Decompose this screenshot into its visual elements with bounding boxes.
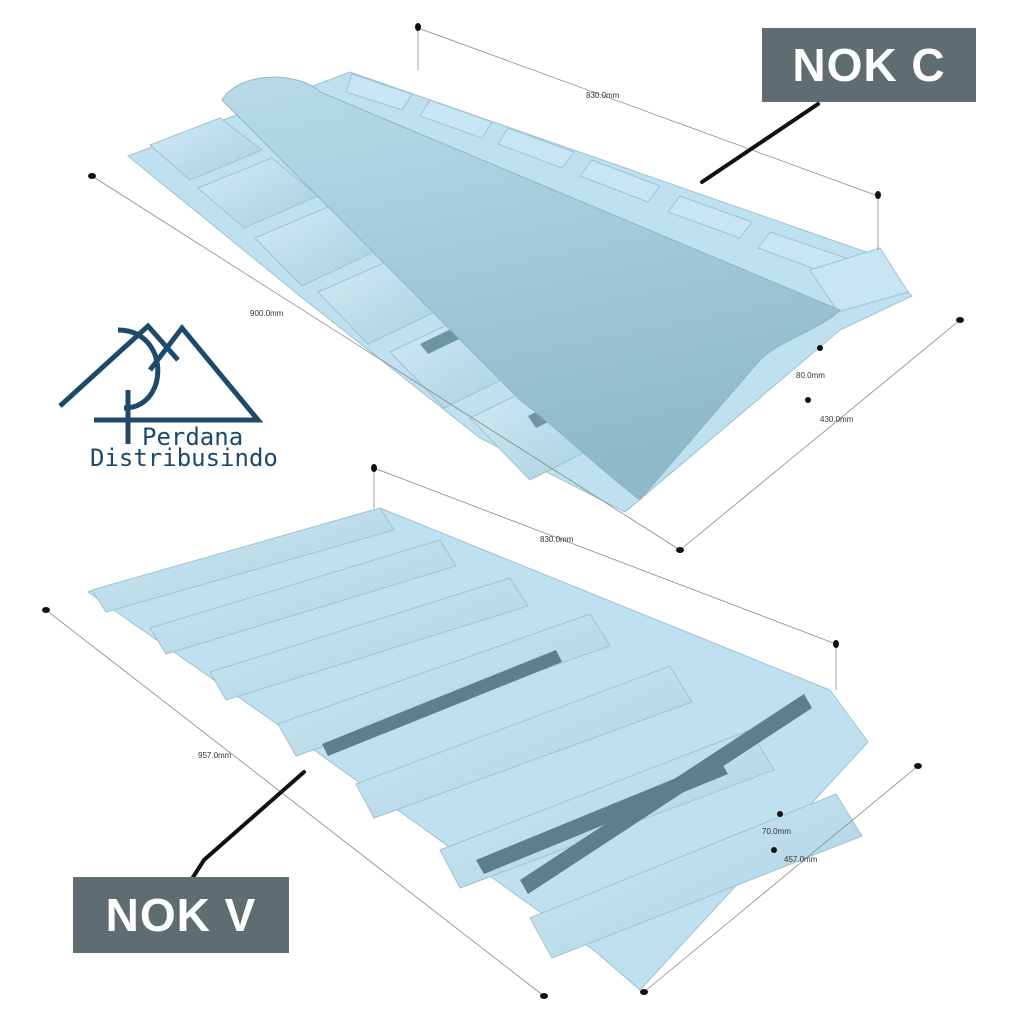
nok-c-label: NOK C	[762, 28, 976, 102]
nok-v-dimension-lines	[45, 467, 919, 997]
nok-v-width: 457.0mm	[784, 855, 818, 864]
nok-v-label: NOK V	[73, 877, 289, 953]
company-logo-icon	[58, 322, 264, 444]
nok-c-ridge-cap	[221, 76, 841, 501]
nok-c-sheet	[127, 71, 913, 513]
nok-c-pointer-line	[700, 102, 820, 184]
nok-c-dimension-markers	[88, 23, 964, 553]
nok-c-width: 430.0mm	[820, 415, 854, 424]
nok-v-grooves	[322, 650, 812, 894]
nok-v-top-length: 830.0mm	[540, 535, 574, 544]
logo-text-perdana: Perdana	[142, 423, 244, 451]
nok-v-side-length: 957.0mm	[198, 751, 232, 760]
nok-c-dimension-lines	[91, 27, 961, 551]
nok-c-height: 80.0mm	[796, 371, 825, 380]
nok-v-sheet	[86, 507, 869, 991]
nok-c-top-length: 830.0mm	[586, 91, 620, 100]
nok-v-pointer-line	[188, 770, 306, 884]
nok-c-back-ridges	[345, 73, 909, 313]
nok-v-dimension-markers	[42, 464, 922, 999]
nok-v-height: 70.0mm	[762, 827, 791, 836]
logo-text-distribusindo: Distribusindo	[90, 444, 278, 472]
nok-c-side-length: 900.0mm	[250, 309, 284, 318]
